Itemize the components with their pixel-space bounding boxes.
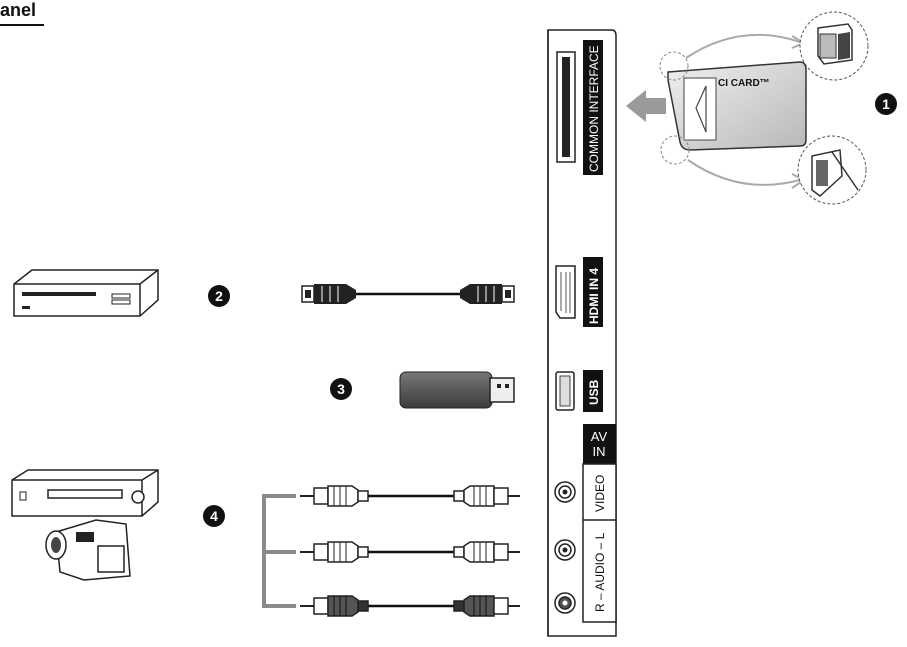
usb-port[interactable] bbox=[555, 371, 575, 411]
bluray-player-icon bbox=[13, 269, 159, 317]
usb-label: USB bbox=[587, 379, 601, 405]
card-corner-bottom-highlight bbox=[660, 135, 690, 165]
av-in-label-line2: IN bbox=[593, 444, 606, 459]
ci-card-label: CI CARD™ bbox=[718, 78, 770, 89]
insert-arrow-icon bbox=[626, 90, 666, 122]
hdmi-cable-icon bbox=[301, 284, 515, 304]
step-1-number: 1 bbox=[882, 96, 890, 112]
audio-l-jack[interactable] bbox=[554, 539, 576, 561]
av-in-section-frame bbox=[582, 463, 617, 623]
camcorder-icon bbox=[45, 519, 131, 581]
step-4-badge: 4 bbox=[203, 505, 225, 527]
step-4-number: 4 bbox=[210, 508, 218, 524]
common-interface-label-bg bbox=[583, 40, 603, 175]
av-cable-video-icon bbox=[300, 485, 520, 507]
hdmi-port[interactable] bbox=[555, 265, 576, 319]
step-1-badge: 1 bbox=[875, 93, 897, 115]
av-cable-audio-r-icon bbox=[300, 595, 520, 617]
card-corner-top-highlight bbox=[659, 51, 689, 81]
vcr-icon bbox=[11, 469, 159, 517]
av-in-label-bg bbox=[583, 424, 616, 464]
ci-card-illustration: CI CARD™ bbox=[667, 61, 807, 151]
usb-label-bg bbox=[583, 370, 603, 412]
zoom-arrow-top-icon bbox=[685, 33, 801, 59]
hdmi-label: HDMI IN 4 bbox=[587, 268, 601, 324]
hdmi-label-bg bbox=[583, 257, 603, 327]
zoom-arrow-bottom-icon bbox=[687, 159, 801, 186]
video-jack[interactable] bbox=[554, 481, 576, 503]
zoom-detail-bottom bbox=[797, 135, 867, 205]
video-label: VIDEO bbox=[593, 475, 607, 512]
common-interface-label: COMMON INTERFACE bbox=[587, 45, 601, 172]
usb-stick-icon bbox=[399, 371, 515, 409]
av-cable-audio-l-icon bbox=[300, 541, 520, 563]
step-3-badge: 3 bbox=[330, 378, 352, 400]
step-2-badge: 2 bbox=[208, 285, 230, 307]
step-2-number: 2 bbox=[215, 288, 223, 304]
av-cable-bracket bbox=[262, 494, 296, 608]
av-in-label-line1: AV bbox=[591, 429, 608, 444]
common-interface-slot[interactable] bbox=[556, 51, 576, 163]
page-title: anel bbox=[0, 0, 36, 20]
step-3-number: 3 bbox=[337, 381, 345, 397]
audio-r-jack[interactable] bbox=[554, 592, 576, 614]
audio-label: R – AUDIO – L bbox=[593, 532, 607, 612]
zoom-detail-top bbox=[799, 11, 869, 81]
